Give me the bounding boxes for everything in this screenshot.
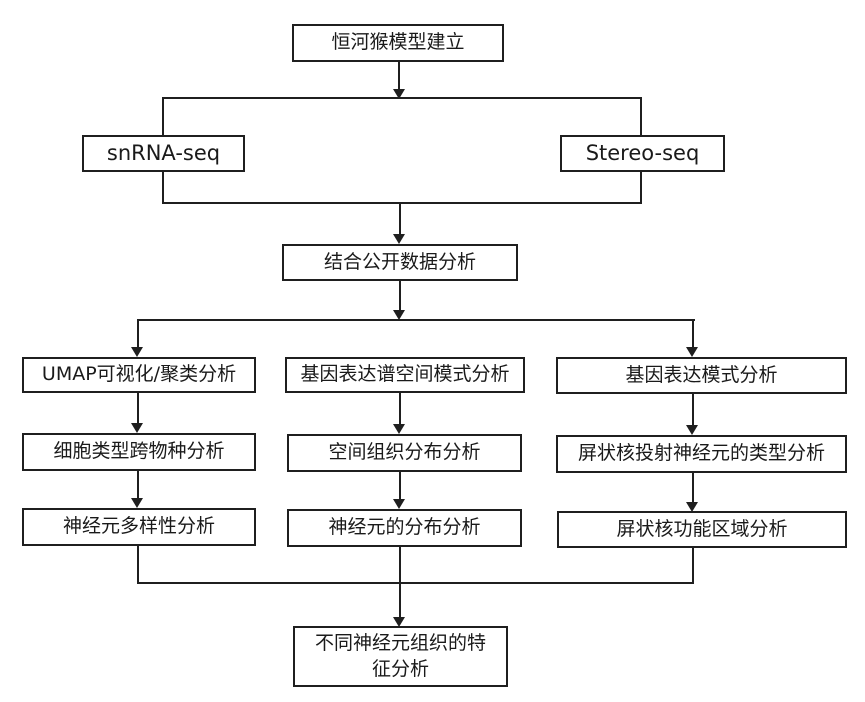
- connector-line: [640, 97, 642, 136]
- connector-line: [137, 392, 139, 424]
- arrow-down-icon: [131, 498, 143, 508]
- arrow-down-icon: [393, 617, 405, 627]
- connector-line: [162, 202, 642, 204]
- node-label: 屏状核功能区域分析: [616, 517, 788, 540]
- flow-node-spatial-organization-distribution: 空间组织分布分析: [287, 434, 522, 472]
- node-label: 基因表达谱空间模式分析: [300, 363, 510, 386]
- node-label: 不同神经元组织的特征分析: [314, 631, 486, 680]
- flow-node-combine-public-data: 结合公开数据分析: [282, 244, 518, 281]
- node-label: 空间组织分布分析: [328, 441, 481, 464]
- connector-line: [399, 392, 401, 425]
- flow-node-cell-type-cross-species: 细胞类型跨物种分析: [22, 433, 256, 471]
- node-label: snRNA-seq: [106, 141, 221, 166]
- flow-node-snrna-seq: snRNA-seq: [82, 135, 245, 172]
- flow-node-model: 恒河猴模型建立: [292, 24, 504, 62]
- arrow-down-icon: [393, 424, 405, 434]
- connector-line: [399, 280, 401, 311]
- connector-line: [162, 171, 164, 204]
- connector-line: [398, 62, 400, 90]
- arrow-down-icon: [686, 425, 698, 435]
- node-label: 细胞类型跨物种分析: [53, 440, 225, 463]
- arrow-down-icon: [393, 89, 405, 99]
- node-label: Stereo-seq: [585, 141, 700, 166]
- connector-line: [692, 548, 694, 584]
- connector-line: [162, 97, 642, 99]
- node-label: 神经元的分布分析: [328, 516, 481, 539]
- flow-node-gene-expression-spatial-pattern: 基因表达谱空间模式分析: [285, 357, 525, 393]
- flow-node-claustrum-projection-neuron-type: 屏状核投射神经元的类型分析: [556, 435, 847, 473]
- connector-line: [137, 546, 139, 584]
- flow-node-stereo-seq: Stereo-seq: [560, 135, 725, 172]
- connector-line: [692, 394, 694, 426]
- connector-line: [137, 319, 695, 321]
- flow-node-umap-clustering: UMAP可视化/聚类分析: [22, 357, 256, 393]
- flow-node-final-feature-analysis: 不同神经元组织的特征分析: [293, 626, 508, 687]
- arrow-down-icon: [393, 499, 405, 509]
- connector-line: [692, 319, 694, 347]
- connector-line: [640, 171, 642, 204]
- flow-node-gene-expression-pattern: 基因表达模式分析: [556, 357, 847, 394]
- node-label: 神经元多样性分析: [62, 515, 215, 538]
- connector-line: [399, 547, 401, 584]
- connector-line: [137, 319, 139, 347]
- flow-node-neuron-distribution: 神经元的分布分析: [287, 509, 522, 547]
- arrow-down-icon: [393, 234, 405, 244]
- node-label: 恒河猴模型建立: [331, 31, 465, 54]
- arrow-down-icon: [686, 347, 698, 357]
- arrow-down-icon: [131, 423, 143, 433]
- connector-line: [399, 582, 401, 617]
- arrow-down-icon: [131, 347, 143, 357]
- arrow-down-icon: [686, 502, 698, 512]
- connector-line: [399, 202, 401, 234]
- node-label: 结合公开数据分析: [323, 250, 476, 273]
- connector-line: [137, 470, 139, 499]
- connector-line: [162, 97, 164, 136]
- arrow-down-icon: [393, 310, 405, 320]
- flow-node-claustrum-functional-region: 屏状核功能区域分析: [557, 511, 847, 548]
- connector-line: [137, 582, 694, 584]
- connector-line: [399, 472, 401, 500]
- node-label: 屏状核投射神经元的类型分析: [577, 442, 825, 465]
- flow-node-neuron-diversity: 神经元多样性分析: [22, 508, 256, 546]
- connector-line: [692, 473, 694, 503]
- node-label: 基因表达模式分析: [625, 363, 778, 386]
- node-label: UMAP可视化/聚类分析: [41, 363, 237, 386]
